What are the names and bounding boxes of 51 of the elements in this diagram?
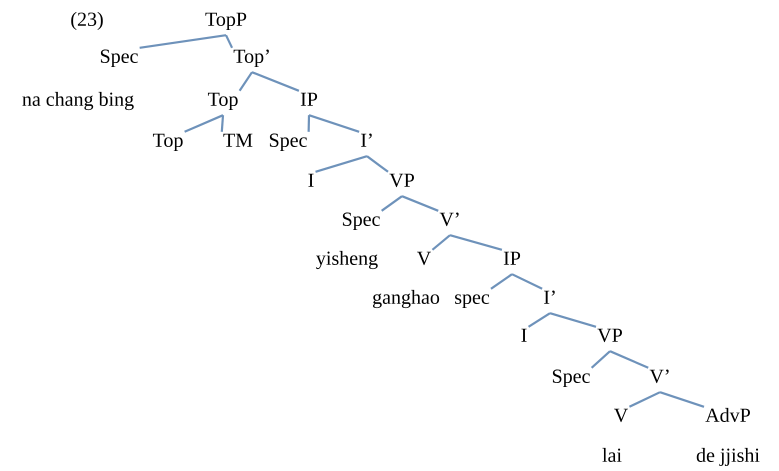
tree-label: TopP (205, 12, 246, 30)
tree-label: Top’ (234, 50, 269, 68)
word-label: ganghao (373, 290, 440, 308)
tree-label: V (417, 252, 431, 266)
tree-label: I (308, 174, 314, 187)
tree-branch (139, 34, 226, 49)
tree-branch (225, 34, 234, 48)
tree-branch (381, 195, 403, 212)
tree-branch (402, 195, 439, 212)
tree-branch (550, 312, 596, 328)
tree-label: AdvP (705, 408, 750, 422)
word-label: (23) (71, 12, 103, 30)
tree-branch (512, 273, 543, 290)
tree-branch (308, 115, 310, 132)
tree-label: Spec (100, 50, 138, 68)
tree-branch (366, 155, 389, 173)
tree-label: V (614, 408, 628, 422)
tree-label: Top (152, 134, 183, 152)
tree-branch (490, 273, 513, 290)
tree-label: Spec (552, 370, 590, 388)
tree-label: V’ (650, 370, 669, 384)
tree-branch (238, 72, 253, 92)
tree-label: Top (208, 92, 238, 110)
word-label: lai (602, 448, 622, 462)
tree-label: TM (223, 134, 252, 147)
tree-branch (315, 155, 368, 173)
word-label: de jjishi (696, 448, 760, 466)
tree-label: spec (455, 294, 490, 308)
tree-branch (660, 391, 704, 408)
tree-label: Spec (342, 212, 380, 230)
word-label: yisheng (316, 250, 378, 270)
word-label: na chang bing (22, 92, 134, 110)
tree-branch (628, 391, 660, 408)
tree-label: I’ (544, 290, 555, 304)
tree-label: V’ (440, 212, 459, 226)
tree-branch (610, 350, 649, 369)
tree-branch (528, 312, 551, 328)
tree-label: VP (597, 328, 622, 342)
tree-branch (252, 71, 300, 92)
tree-branch (450, 234, 502, 251)
tree-label: I’ (361, 134, 372, 147)
tree-branch (220, 115, 224, 132)
tree-label: I (521, 328, 527, 342)
tree-label: IP (300, 92, 318, 106)
tree-branch (590, 350, 611, 369)
tree-label: IP (504, 252, 520, 265)
tree-label: VP (389, 174, 414, 188)
tree-branch (184, 114, 224, 133)
tree-branch (308, 114, 360, 133)
tree-branch (432, 234, 451, 251)
tree-label: Spec (270, 134, 307, 152)
